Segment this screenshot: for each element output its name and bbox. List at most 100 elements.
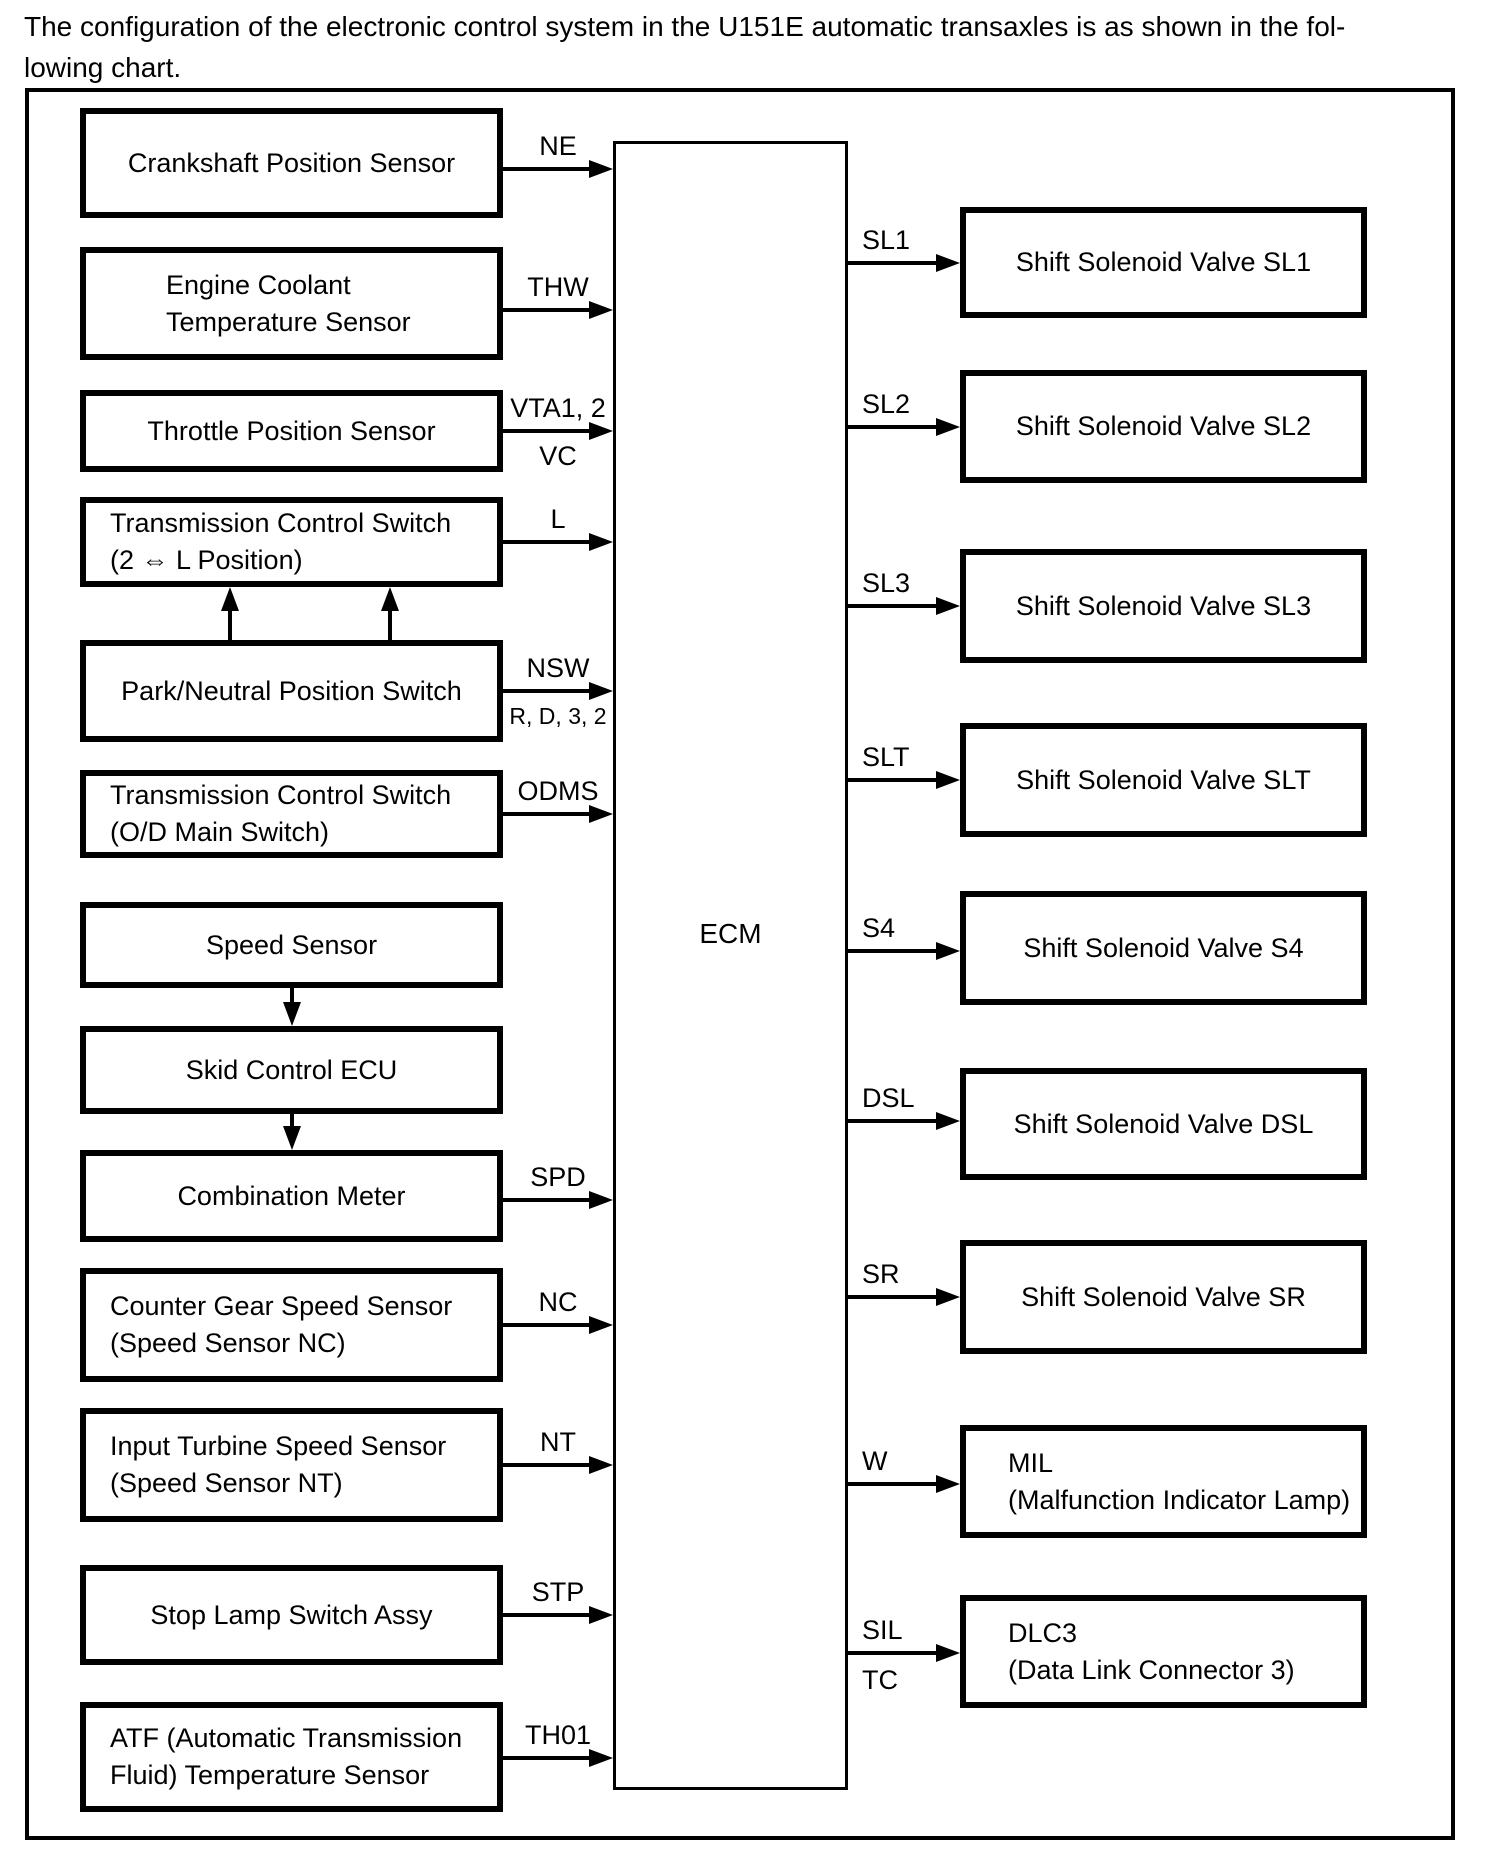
arrowhead (589, 422, 613, 440)
arrowhead (283, 1002, 301, 1026)
signal-line-sl3 (848, 604, 936, 608)
node-label: (Speed Sensor NT) (110, 1468, 343, 1498)
node-label: ATF (Automatic Transmission (110, 1723, 463, 1753)
output-node-shift-solenoid-valve-sl3: Shift Solenoid Valve SL3 (960, 549, 1367, 663)
input-node-speed-sensor: Speed Sensor (80, 902, 503, 988)
node-label: (Malfunction Indicator Lamp) (1008, 1484, 1351, 1515)
input-node-combination-meter: Combination Meter (80, 1150, 503, 1242)
arrowhead (936, 1644, 960, 1662)
arrowhead (589, 1191, 613, 1209)
signal-line-stp (503, 1613, 589, 1617)
signal-line-nsw (503, 689, 589, 693)
signal-label-r-d-3-2: R, D, 3, 2 (509, 703, 607, 729)
signal-label-nsw: NSW (526, 653, 590, 683)
signal-label-ne: NE (539, 131, 577, 161)
output-node-mil-malfunction-indicator-lamp: MIL (Malfunction Indicator Lamp) (960, 1425, 1367, 1538)
node-label: Skid Control ECU (185, 1054, 398, 1085)
signal-label-stp: STP (531, 1577, 585, 1607)
signal-line-sil (848, 1651, 936, 1655)
input-node-skid-control-ecu: Skid Control ECU (80, 1026, 503, 1114)
signal-label-dsl: DSL (862, 1083, 915, 1113)
arrowhead (589, 805, 613, 823)
signal-line-odms (503, 812, 589, 816)
link-line-up (228, 607, 232, 642)
arrowhead (589, 1606, 613, 1624)
node-label: Stop Lamp Switch Assy (150, 1599, 433, 1630)
signal-line-dsl (848, 1119, 936, 1123)
arrowhead (936, 1475, 960, 1493)
node-label: Shift Solenoid Valve SL2 (1015, 411, 1312, 441)
signal-label-thw: THW (527, 272, 589, 302)
signal-line-sr (848, 1295, 936, 1299)
arrowhead (936, 1112, 960, 1130)
arrowhead (936, 254, 960, 272)
arrowhead (936, 418, 960, 436)
signal-line-ne (503, 167, 589, 171)
signal-line-nt (503, 1463, 589, 1467)
arrowhead (936, 597, 960, 615)
node-label: Speed Sensor (205, 929, 378, 960)
node-label: Shift Solenoid Valve DSL (1013, 1108, 1314, 1139)
node-label: Fluid) Temperature Sensor (110, 1760, 430, 1790)
node-label: Temperature Sensor (166, 306, 411, 337)
output-node-shift-solenoid-valve-s4: Shift Solenoid Valve S4 (960, 891, 1367, 1005)
signal-line-l (503, 540, 589, 544)
node-label: Park/Neutral Position Switch (121, 675, 462, 706)
node-label: Shift Solenoid Valve SL3 (1015, 590, 1312, 621)
input-node-transmission-control-switch-2-l-position: Transmission Control Switch (2 ⇔ L Positi… (80, 497, 503, 587)
signal-label-w: W (862, 1446, 888, 1476)
input-node-stop-lamp-switch-assy: Stop Lamp Switch Assy (80, 1565, 503, 1665)
output-node-shift-solenoid-valve-slt: Shift Solenoid Valve SLT (960, 723, 1367, 837)
node-label: Input Turbine Speed Sensor (110, 1431, 447, 1461)
link-line-up (388, 607, 392, 642)
node-label: Combination Meter (177, 1180, 406, 1211)
signal-line-sl2 (848, 425, 936, 429)
signal-line-thw (503, 308, 589, 312)
signal-label-sil: SIL (862, 1615, 903, 1645)
arrowhead (283, 1126, 301, 1150)
node-label: Throttle Position Sensor (147, 415, 436, 446)
signal-label-sl1: SL1 (862, 225, 911, 255)
signal-label-th01: TH01 (524, 1720, 592, 1750)
signal-label-odms: ODMS (517, 776, 599, 806)
signal-label-nt: NT (540, 1427, 576, 1457)
arrowhead (381, 587, 399, 611)
intro-line-2: lowing chart. (24, 52, 182, 83)
signal-line-slt (848, 778, 936, 782)
node-label: Transmission Control Switch (110, 780, 452, 810)
arrowhead (936, 771, 960, 789)
node-label: Crankshaft Position Sensor (127, 147, 456, 178)
node-label: (2 ⇔ L Position) (110, 545, 303, 575)
input-node-throttle-position-sensor: Throttle Position Sensor (80, 390, 503, 472)
node-label: (O/D Main Switch) (110, 817, 330, 847)
signal-line-spd (503, 1198, 589, 1202)
signal-label-sl2: SL2 (862, 389, 911, 419)
intro-text: The configuration of the electronic cont… (24, 6, 1345, 88)
node-label: Shift Solenoid Valve S4 (1023, 932, 1304, 963)
node-label: Shift Solenoid Valve SLT (1016, 764, 1311, 795)
arrowhead (589, 1749, 613, 1767)
node-label: (Speed Sensor NC) (110, 1328, 346, 1358)
signal-line-sl1 (848, 261, 936, 265)
signal-label-nc: NC (538, 1287, 578, 1317)
signal-label-vc: VC (539, 441, 577, 471)
arrowhead (589, 533, 613, 551)
signal-label-sl3: SL3 (862, 568, 911, 598)
intro-line-1: The configuration of the electronic cont… (24, 11, 1346, 42)
arrowhead (589, 160, 613, 178)
signal-line-s4 (848, 949, 936, 953)
node-label: Transmission Control Switch (110, 508, 452, 538)
signal-label-slt: SLT (862, 742, 910, 772)
signal-label-s4: S4 (862, 913, 896, 943)
link-line-down (290, 1112, 294, 1128)
ecm-label: ECM (699, 918, 762, 949)
arrowhead (589, 682, 613, 700)
signal-label-sr: SR (862, 1259, 900, 1289)
output-node-shift-solenoid-valve-sl1: Shift Solenoid Valve SL1 (960, 207, 1367, 318)
signal-line-nc (503, 1323, 589, 1327)
output-node-shift-solenoid-valve-sl2: Shift Solenoid Valve SL2 (960, 370, 1367, 483)
arrowhead (936, 942, 960, 960)
node-label: MIL (1008, 1447, 1054, 1478)
